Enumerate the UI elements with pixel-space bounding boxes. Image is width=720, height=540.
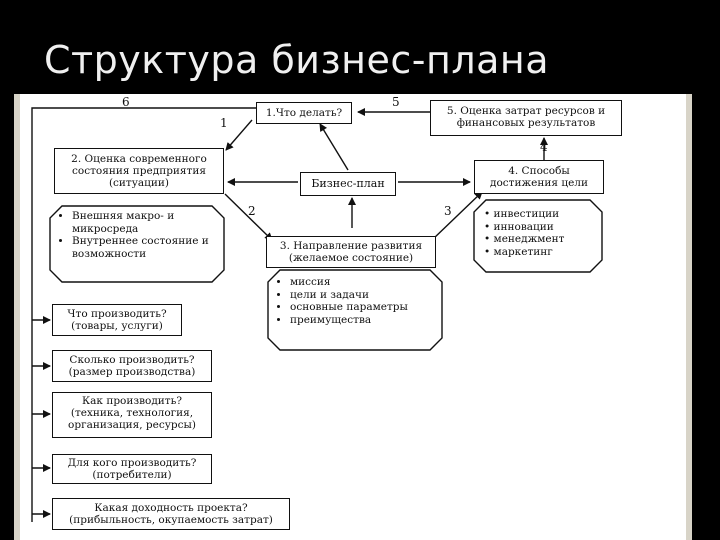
edge-label-1: 1 [220,116,228,130]
list-methods: инвестиции инновации менеджмент маркетин… [476,208,596,258]
arrow-center-to-n1 [319,123,349,171]
list-item: цели и задачи [290,289,426,302]
edge-2 [224,193,273,241]
list-item: миссия [290,276,426,289]
edge-label-4: 4 [540,140,548,154]
octagon-methods [473,199,603,273]
node-methods: 4. Способы достижения цели [474,160,604,194]
edge-label-6: 6 [122,95,130,109]
question-how-to-produce: Как производить? (техника, технология, о… [52,392,212,438]
node-cost-estimate: 5. Оценка затрат ресурсов и финансовых р… [430,100,622,136]
list-item: инвестиции [484,208,596,221]
list-item: Внутреннее состояние и возможности [72,235,218,260]
question-what-to-produce: Что производить? (товары, услуги) [52,304,182,336]
edge-1 [225,119,253,151]
list-direction: миссия цели и задачи основные параметры … [276,276,426,326]
list-environment: Внешняя макро- и микросреда Внутреннее с… [58,210,218,260]
slide-edge-right [686,94,692,540]
edge-3 [431,191,483,241]
diagram-canvas: 6 1 2 3 4 5 1.Что делать? 5. Оценка затр… [20,94,692,540]
list-item: преимущества [290,314,426,327]
octagon-direction [267,269,443,351]
edge-label-5: 5 [392,95,400,109]
connector-lines [31,107,603,522]
question-profitability: Какая доходность проекта? (прибыльность,… [52,498,290,530]
slide-title: Структура бизнес-плана [44,38,550,82]
list-item: маркетинг [484,246,596,259]
edge-6 [31,107,256,522]
list-item: менеджмент [484,233,596,246]
list-item: Внешняя макро- и микросреда [72,210,218,235]
list-item: инновации [484,221,596,234]
question-how-much: Сколько производить? (размер производств… [52,350,212,382]
edge-label-2: 2 [248,204,256,218]
node-current-state: 2. Оценка современного состояния предпри… [54,148,224,194]
edge-label-3: 3 [444,204,452,218]
slide-edge-left [14,94,20,540]
node-business-plan: Бизнес-план [300,172,396,196]
octagon-environment [49,205,225,283]
list-item: основные параметры [290,301,426,314]
node-direction: 3. Направление развития (желаемое состоя… [266,236,436,268]
question-for-whom: Для кого производить? (потребители) [52,454,212,484]
node-what-to-do: 1.Что делать? [256,102,352,124]
